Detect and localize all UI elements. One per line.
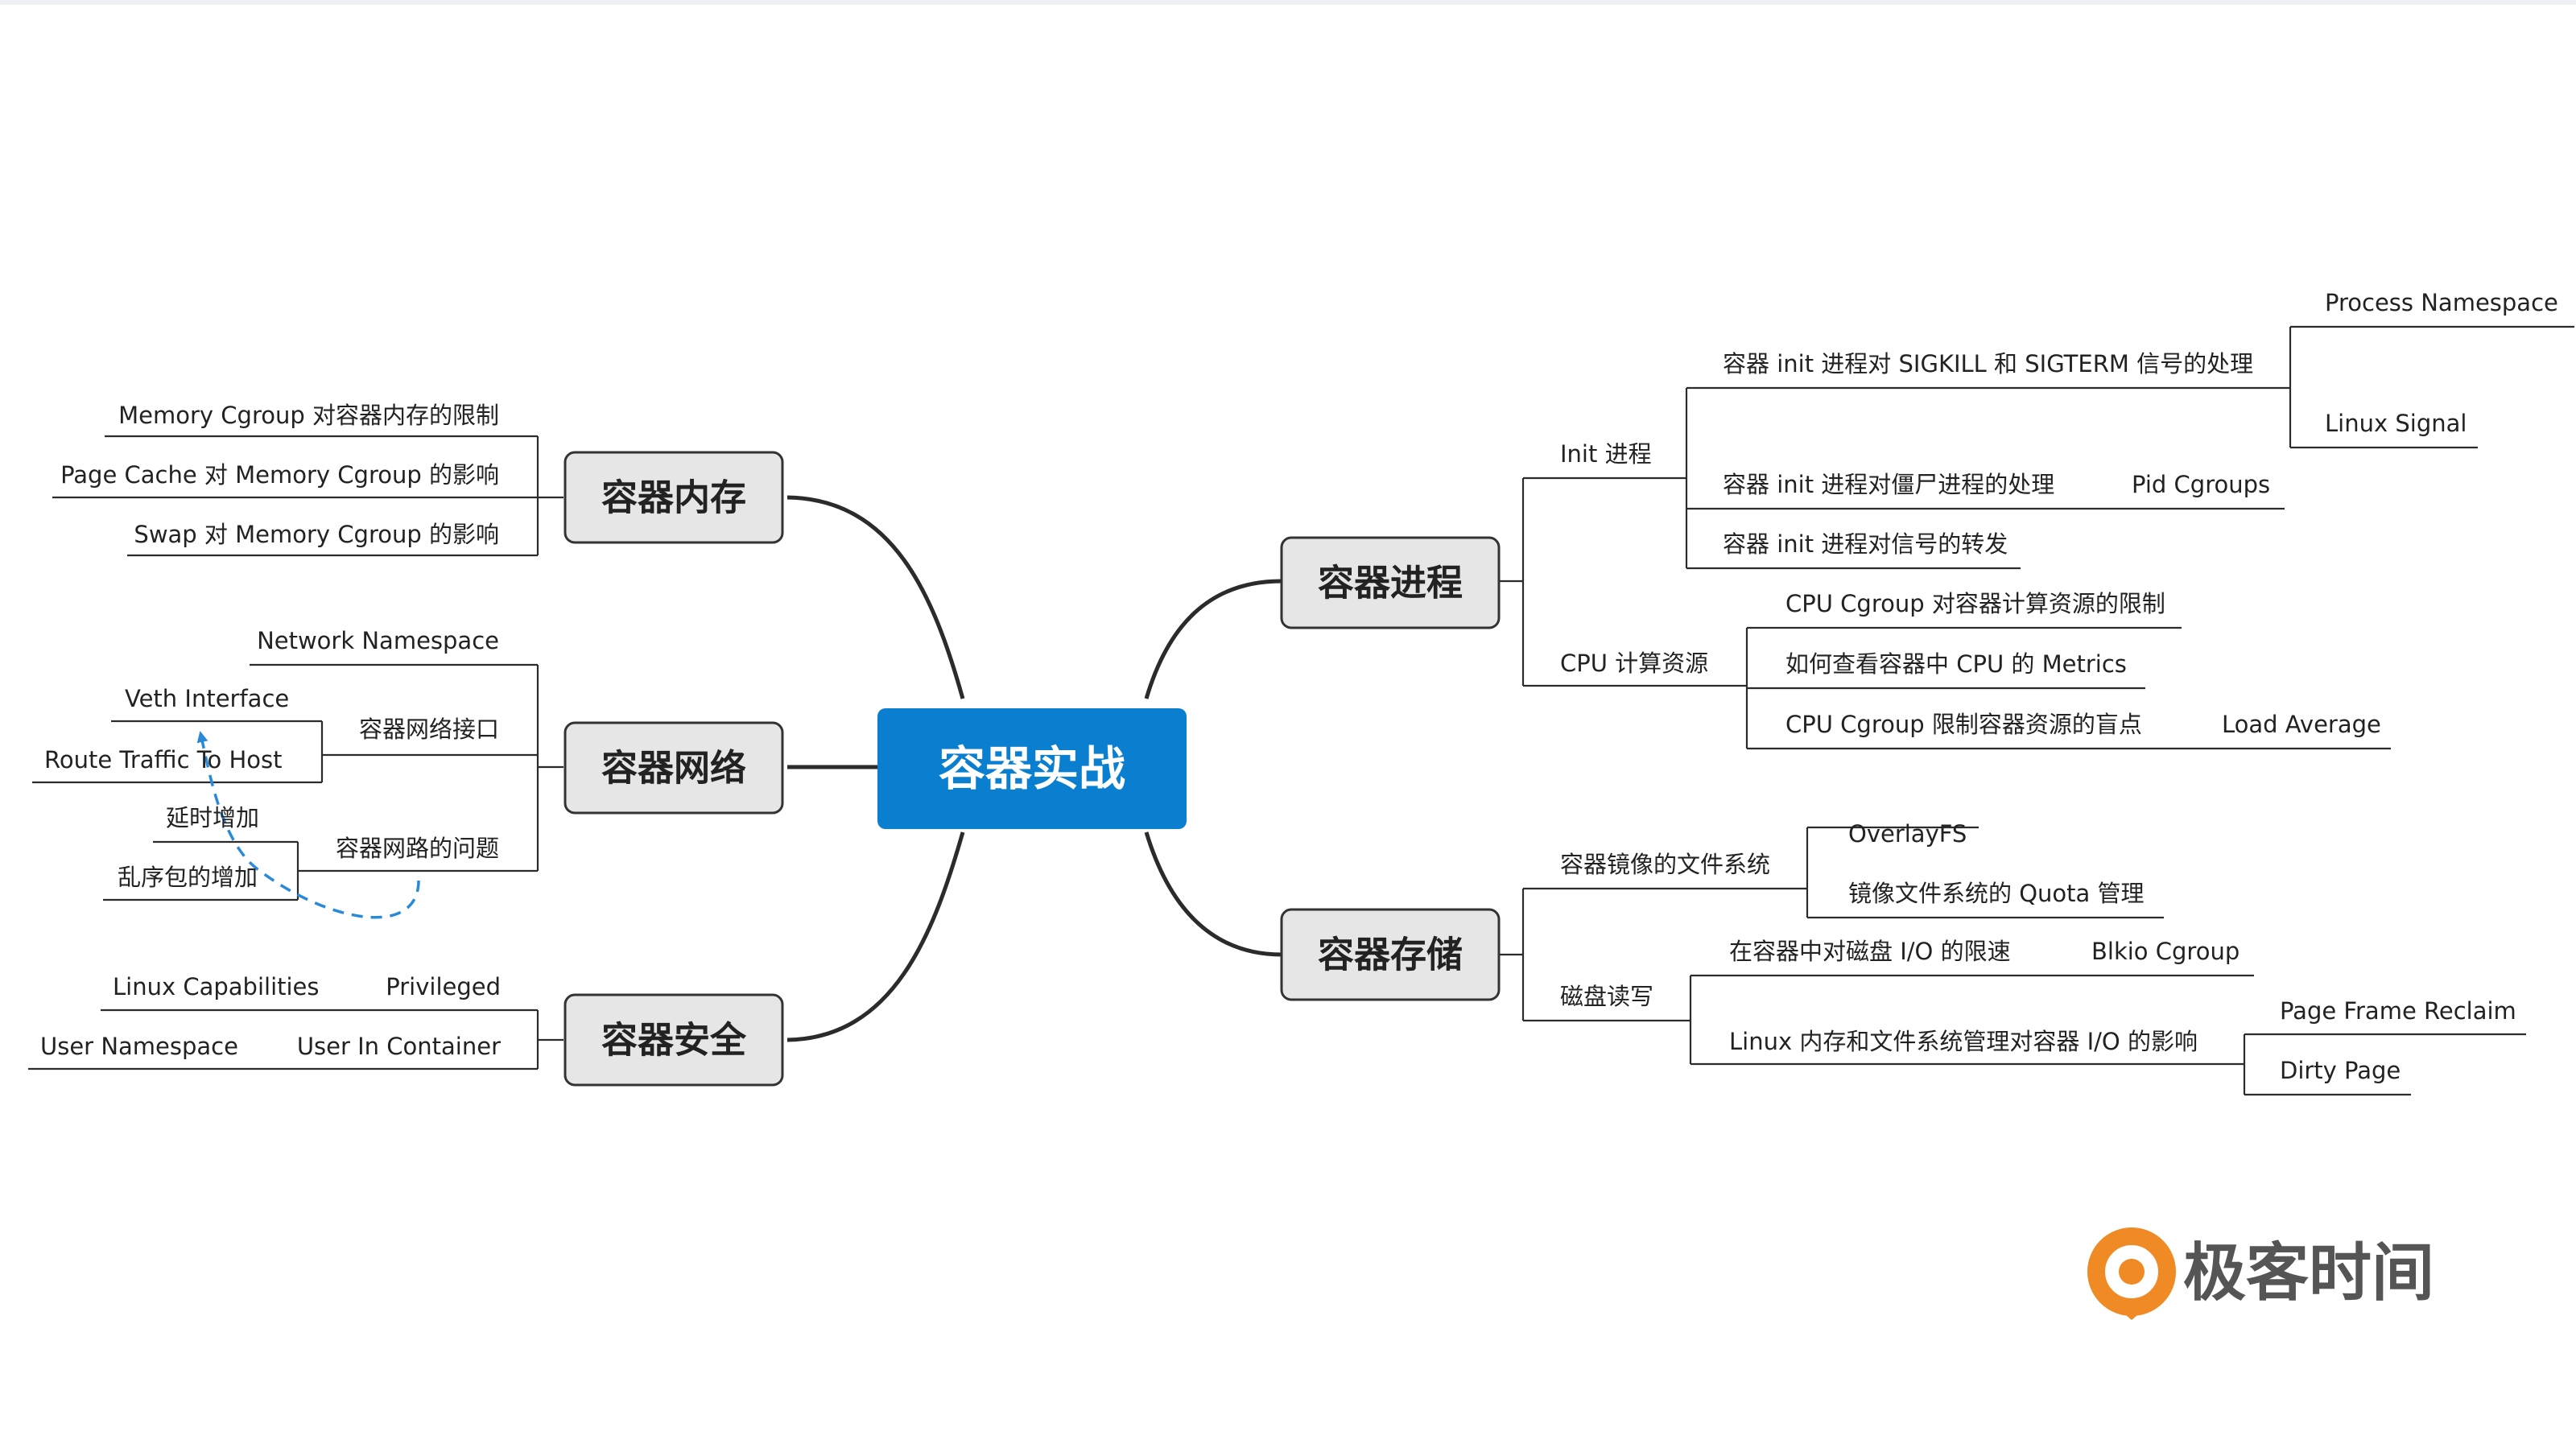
topic-process-box <box>1280 536 1501 629</box>
memory-item-1[interactable]: Memory Cgroup 对容器内存的限制 <box>118 402 499 429</box>
network-problem-lines <box>103 840 299 901</box>
image-fs-label[interactable]: 容器镜像的文件系统 <box>1560 851 1770 878</box>
topic-memory[interactable]: 容器内存 <box>564 451 784 544</box>
init-zombie-label[interactable]: 容器 init 进程对僵尸进程的处理 <box>1723 471 2054 498</box>
topic-security-label: 容器安全 <box>601 1019 747 1062</box>
topic-network[interactable]: 容器网络 <box>564 721 784 815</box>
top-border <box>0 0 2576 5</box>
blkio-cgroup-label[interactable]: Blkio Cgroup <box>2091 938 2240 965</box>
topic-memory-box <box>564 451 784 544</box>
link-center-memory <box>786 495 965 699</box>
network-problems-label[interactable]: 容器网路的问题 <box>336 835 499 862</box>
linux-capabilities-label[interactable]: Linux Capabilities <box>113 973 320 1000</box>
init-process-label[interactable]: Init 进程 <box>1560 440 1652 468</box>
logo-icon-tail <box>2109 1301 2154 1320</box>
center-node[interactable]: 容器实战 <box>877 708 1187 829</box>
center-node-box <box>877 708 1187 829</box>
init-forwarding-label[interactable]: 容器 init 进程对信号的转发 <box>1723 530 2008 558</box>
latency-increase-label[interactable]: 延时增加 <box>166 804 259 831</box>
diskio-lines <box>1689 974 2254 1066</box>
topic-network-label: 容器网络 <box>601 747 746 790</box>
topic-storage-box <box>1280 908 1501 1001</box>
signal-lines <box>2289 325 2574 449</box>
link-center-process <box>1144 579 1282 699</box>
memory-item-3[interactable]: Swap 对 Memory Cgroup 的影响 <box>134 521 499 548</box>
imagefs-lines <box>1806 826 2164 919</box>
linuxmem-lines <box>2243 1033 2526 1096</box>
network-interface-lines <box>32 720 324 784</box>
memory-item-2[interactable]: Page Cache 对 Memory Cgroup 的影响 <box>60 461 499 489</box>
security-sub-lines <box>28 1009 318 1070</box>
process-branch-lines <box>1499 476 1747 687</box>
logo-icon-dot <box>2119 1259 2145 1285</box>
link-center-security <box>786 831 965 1042</box>
process-namespace-label[interactable]: Process Namespace <box>2325 289 2558 316</box>
user-in-container-label[interactable]: User In Container <box>297 1033 501 1060</box>
cpu-resources-label[interactable]: CPU 计算资源 <box>1560 650 1708 677</box>
network-branch-lines <box>250 663 564 872</box>
pid-cgroups-label[interactable]: Pid Cgroups <box>2132 471 2270 498</box>
load-average-label[interactable]: Load Average <box>2222 711 2381 738</box>
cpu-item-2[interactable]: 如何查看容器中 CPU 的 Metrics <box>1785 650 2127 678</box>
user-namespace-label[interactable]: User Namespace <box>40 1033 238 1060</box>
dashed-arrow <box>196 731 420 919</box>
topic-security[interactable]: 容器安全 <box>564 993 784 1087</box>
packet-reorder-label[interactable]: 乱序包的增加 <box>118 864 258 891</box>
disk-io-label[interactable]: 磁盘读写 <box>1560 983 1653 1010</box>
topic-storage[interactable]: 容器存储 <box>1280 908 1501 1001</box>
io-throttle-label[interactable]: 在容器中对磁盘 I/O 的限速 <box>1729 938 2011 965</box>
cpu-item-1[interactable]: CPU Cgroup 对容器计算资源的限制 <box>1785 590 2165 617</box>
linux-signal-label[interactable]: Linux Signal <box>2325 410 2467 437</box>
center-node-label: 容器实战 <box>939 741 1125 796</box>
network-interface-label[interactable]: 容器网络接口 <box>359 716 499 743</box>
topic-network-box <box>564 721 784 815</box>
privileged-label[interactable]: Privileged <box>386 973 501 1000</box>
overlayfs-label[interactable]: OverlayFS <box>1848 820 1967 848</box>
veth-interface-label[interactable]: Veth Interface <box>125 685 289 712</box>
network-namespace-label[interactable]: Network Namespace <box>257 627 499 654</box>
route-traffic-label[interactable]: Route Traffic To Host <box>44 746 283 773</box>
cpu-lines <box>1745 626 2391 750</box>
logo: 极客时间 <box>2087 1227 2434 1320</box>
topic-process-label: 容器进程 <box>1318 562 1463 604</box>
topic-security-box <box>564 993 784 1087</box>
logo-icon <box>2087 1227 2176 1320</box>
security-branch-lines <box>246 1009 564 1070</box>
memory-branch-lines <box>52 435 564 557</box>
init-signal-handling-label[interactable]: 容器 init 进程对 SIGKILL 和 SIGTERM 信号的处理 <box>1723 350 2253 377</box>
link-center-storage <box>1144 831 1282 957</box>
cpu-item-3[interactable]: CPU Cgroup 限制容器资源的盲点 <box>1785 711 2142 738</box>
topic-memory-label: 容器内存 <box>601 476 746 519</box>
image-quota-label[interactable]: 镜像文件系统的 Quota 管理 <box>1848 880 2145 907</box>
topic-storage-label: 容器存储 <box>1318 934 1463 976</box>
logo-text: 极客时间 <box>2183 1237 2434 1310</box>
page-frame-reclaim-label[interactable]: Page Frame Reclaim <box>2280 997 2516 1025</box>
topic-process[interactable]: 容器进程 <box>1280 536 1501 629</box>
storage-branch-lines <box>1499 887 1807 1022</box>
linux-mem-io-label[interactable]: Linux 内存和文件系统管理对容器 I/O 的影响 <box>1729 1028 2198 1055</box>
connector-lines <box>28 325 2574 1096</box>
dirty-page-label[interactable]: Dirty Page <box>2280 1057 2401 1084</box>
init-lines <box>1685 386 2290 570</box>
